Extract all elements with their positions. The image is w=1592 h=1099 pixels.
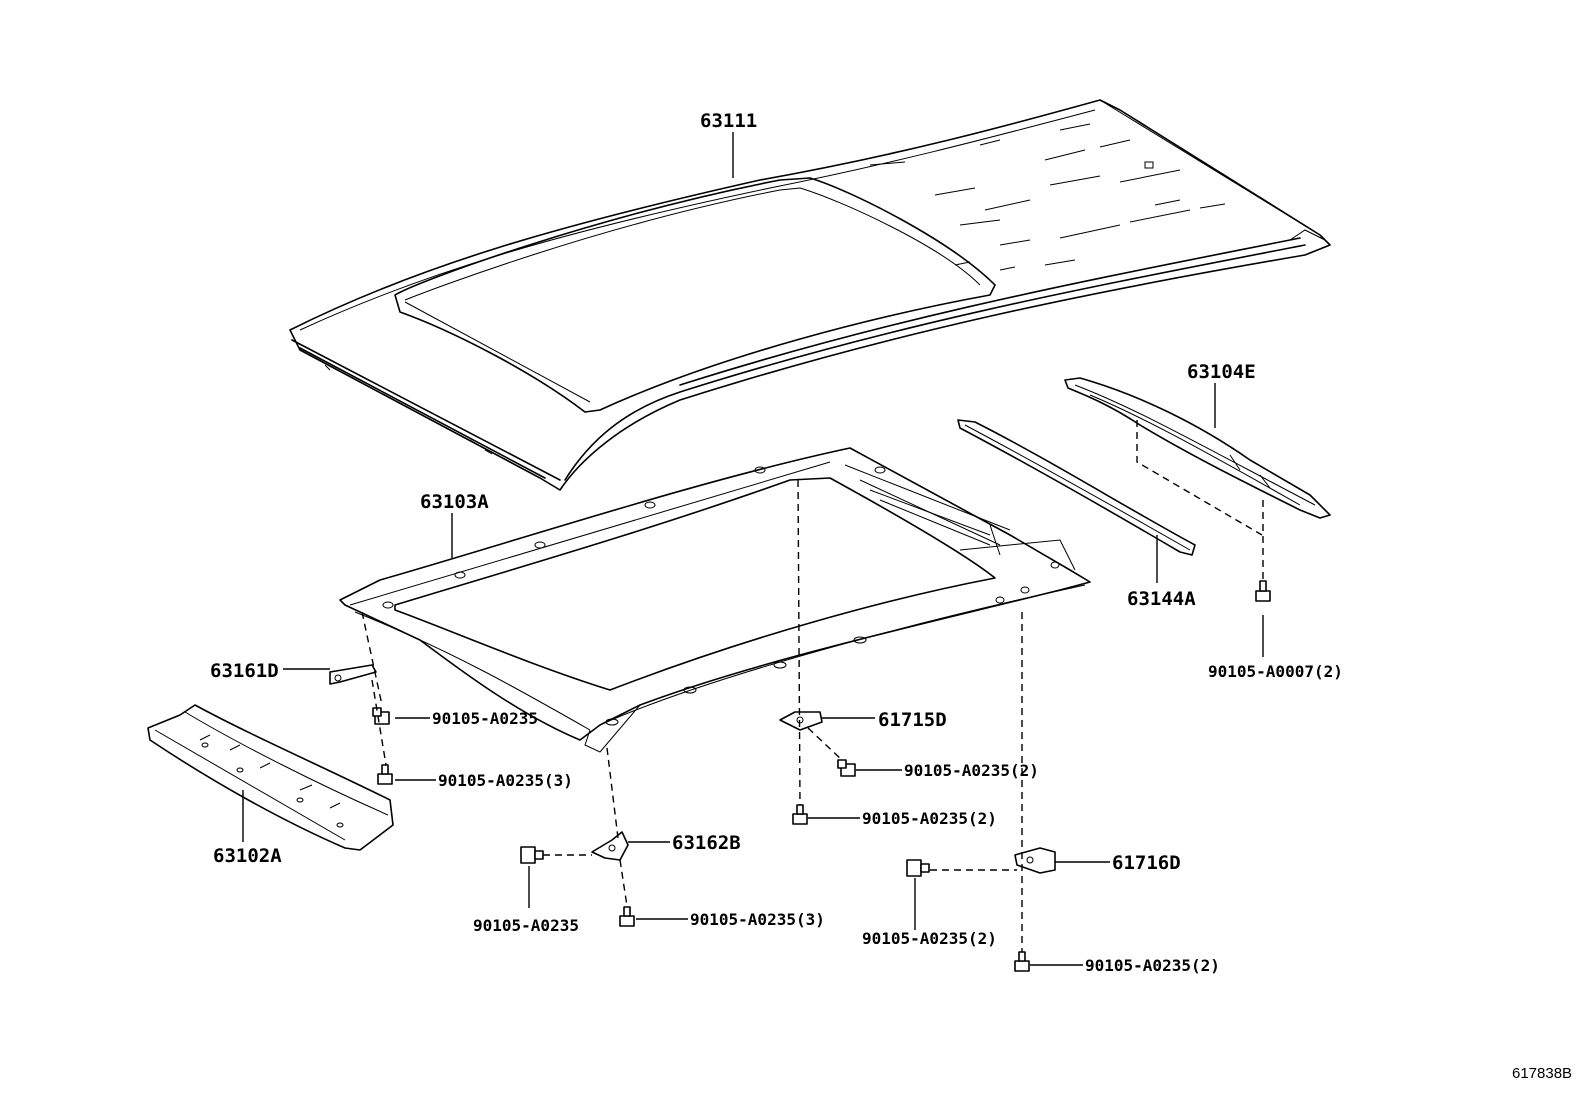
bracket-61715d bbox=[779, 711, 823, 731]
label-bolt-a0235-2-61715-side: 90105-A0235(2) bbox=[904, 761, 1039, 780]
label-bolt-a0235-upper-left: 90105-A0235 bbox=[432, 709, 538, 728]
bolt-icon bbox=[1014, 951, 1030, 972]
roof-bow-part bbox=[957, 419, 1196, 556]
label-bolt-a0235-2-61716-side: 90105-A0235(2) bbox=[862, 929, 997, 948]
leader-lines bbox=[242, 132, 1264, 966]
label-bolt-a0235-3-center: 90105-A0235(3) bbox=[690, 910, 825, 929]
bolt-icon bbox=[792, 804, 808, 825]
label-bolt-a0235-2-61715-low: 90105-A0235(2) bbox=[862, 809, 997, 828]
bolt-icon bbox=[372, 707, 390, 725]
label-bolt-a0235-3-left: 90105-A0235(3) bbox=[438, 771, 573, 790]
label-63162b: 63162B bbox=[672, 832, 741, 854]
bolt-icon bbox=[837, 759, 856, 777]
label-63104e: 63104E bbox=[1187, 361, 1256, 383]
label-63161d: 63161D bbox=[210, 660, 279, 682]
part-labels: 63111 63103A 63104E 63144A 63102A 63161D… bbox=[210, 110, 1572, 1082]
front-header-part bbox=[147, 704, 394, 851]
bolt-icon bbox=[520, 846, 544, 864]
label-63144a: 63144A bbox=[1127, 588, 1196, 610]
bolt-icon bbox=[377, 764, 393, 785]
roof-panel-part bbox=[289, 99, 1331, 491]
bolt-icon bbox=[906, 859, 930, 877]
bracket-63161d bbox=[329, 664, 377, 685]
bolt-icon bbox=[619, 906, 635, 927]
bracket-63162b bbox=[591, 831, 629, 861]
assembly-lines bbox=[361, 420, 1264, 952]
bracket-61716d bbox=[1014, 847, 1056, 874]
roof-frame-part bbox=[339, 447, 1091, 753]
label-bolt-a0007: 90105-A0007(2) bbox=[1208, 662, 1343, 681]
rear-bow-part bbox=[1064, 377, 1331, 519]
label-63111: 63111 bbox=[700, 110, 757, 132]
label-63103a: 63103A bbox=[420, 491, 489, 513]
label-61716d: 61716D bbox=[1112, 852, 1181, 874]
label-61715d: 61715D bbox=[878, 709, 947, 731]
diagram-id: 617838B bbox=[1512, 1065, 1572, 1082]
label-63102a: 63102A bbox=[213, 845, 282, 867]
label-bolt-a0235-2-61716-low: 90105-A0235(2) bbox=[1085, 956, 1220, 975]
label-bolt-a0235-center-side: 90105-A0235 bbox=[473, 916, 579, 935]
bolt-icon bbox=[1255, 580, 1271, 602]
